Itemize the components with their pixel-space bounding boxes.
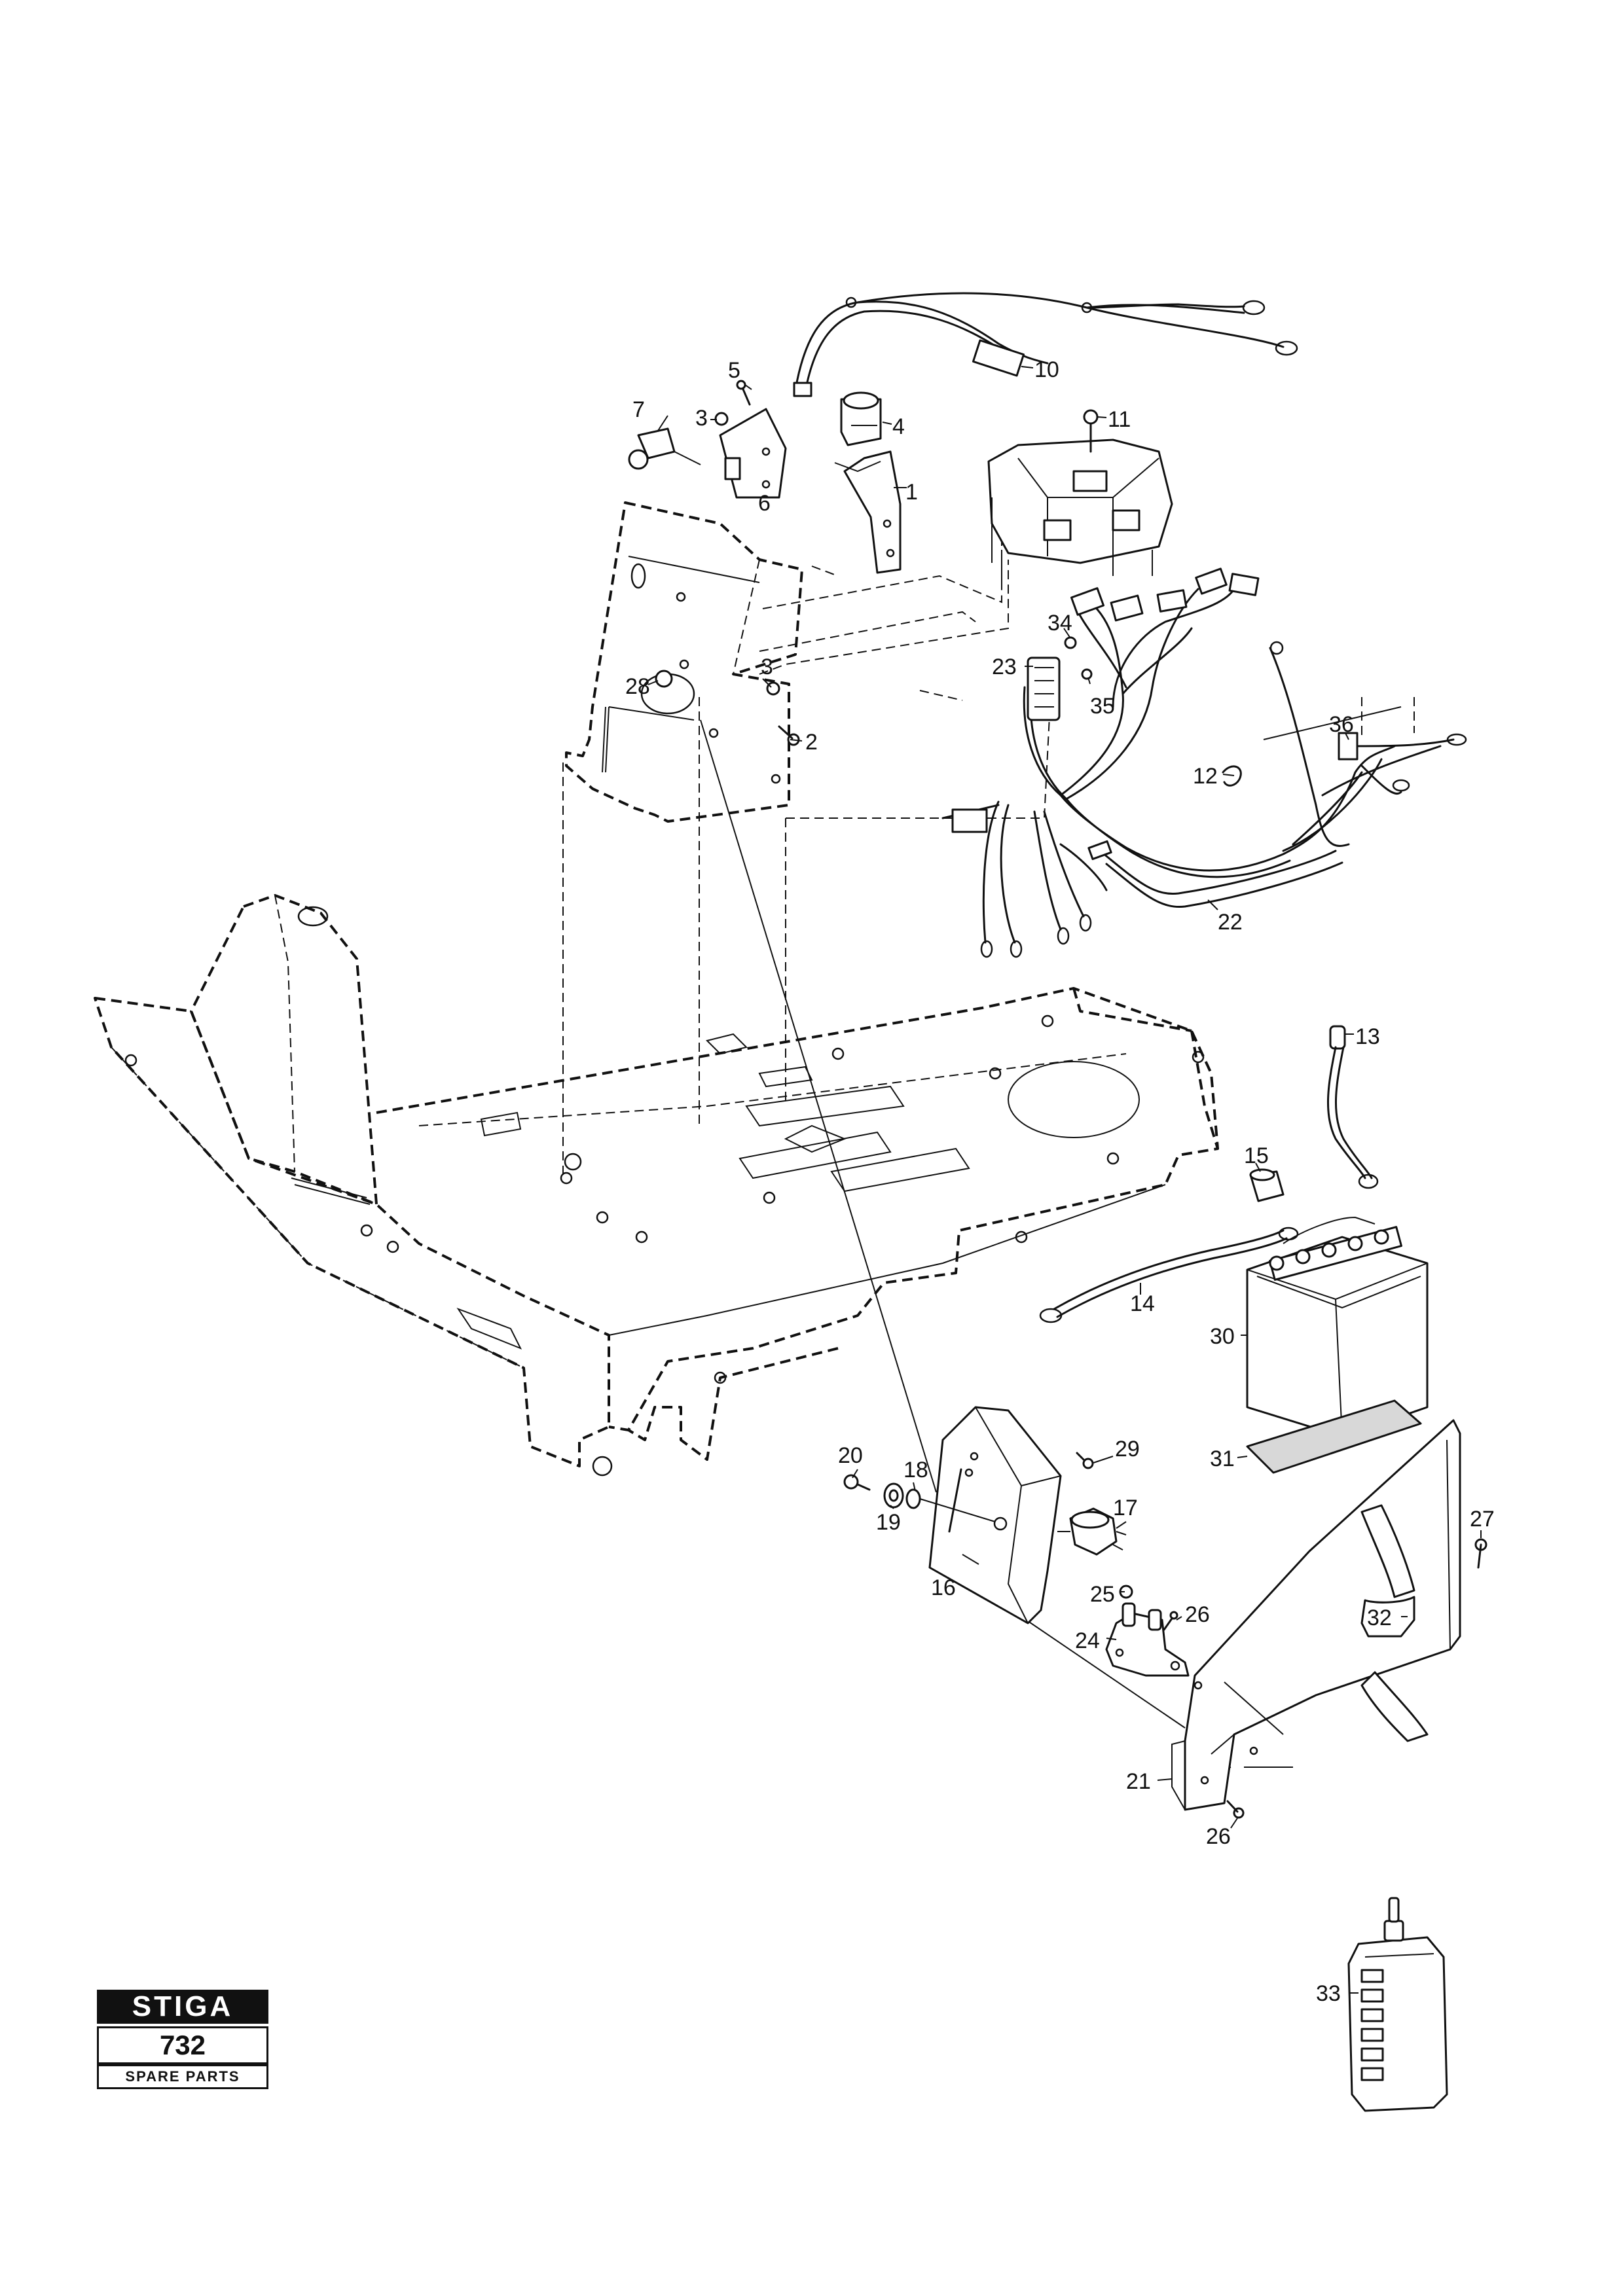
callout-35: 35: [1090, 694, 1115, 719]
callout-15: 15: [1244, 1143, 1269, 1168]
callout-14: 14: [1130, 1291, 1155, 1316]
callout-18: 18: [903, 1458, 928, 1482]
callout-33: 33: [1316, 1981, 1341, 2006]
alignment-lines: [562, 537, 1415, 1778]
callout-26-lower: 26: [1206, 1824, 1231, 1849]
callout-16: 16: [931, 1575, 956, 1600]
callout-2: 2: [805, 730, 818, 755]
callout-13: 13: [1355, 1024, 1380, 1049]
battery-cables: [1039, 1025, 1379, 1323]
callout-7: 7: [632, 397, 645, 422]
callout-leaders: [647, 366, 1482, 1994]
callout-1: 1: [905, 480, 918, 505]
callout-17: 17: [1113, 1496, 1138, 1520]
callout-25: 25: [1090, 1582, 1115, 1607]
callout-24: 24: [1075, 1628, 1100, 1653]
model-number: 732: [97, 2026, 268, 2064]
callout-labels: 1 2 3 3 4 5 6 7 10 11 12 13 14 15 16 17 …: [625, 357, 1495, 2006]
callout-30: 30: [1210, 1324, 1235, 1349]
side-panel: [1171, 1419, 1487, 1819]
callout-4: 4: [892, 414, 905, 439]
spare-parts-caption: SPARE PARTS: [97, 2064, 268, 2089]
callout-3-upper: 3: [695, 406, 708, 431]
battery: [1246, 1216, 1429, 1438]
switch-parts: [628, 380, 882, 499]
panel-fasteners: [655, 670, 800, 746]
stiga-logo: STIGA 732 SPARE PARTS: [97, 1990, 268, 2089]
callout-22: 22: [1218, 910, 1243, 935]
engine-assembly: [987, 409, 1173, 583]
wire-loom-upper: [793, 292, 1298, 397]
callout-6: 6: [758, 491, 771, 516]
callout-27: 27: [1470, 1507, 1495, 1532]
dashboard-panel: [565, 450, 902, 823]
control-box: [843, 1406, 1190, 1677]
brand-name: STIGA: [97, 1990, 268, 2024]
wire-harness: [941, 567, 1467, 958]
callout-21: 21: [1126, 1769, 1151, 1794]
callout-31: 31: [1210, 1446, 1235, 1471]
callout-3-lower: 3: [761, 655, 773, 679]
callout-34: 34: [1048, 611, 1072, 636]
callout-36: 36: [1329, 712, 1354, 737]
callout-28: 28: [625, 674, 650, 699]
callout-20: 20: [838, 1443, 863, 1468]
callout-32: 32: [1367, 1605, 1392, 1630]
callout-5: 5: [728, 358, 740, 383]
oil-bottle: [1347, 1897, 1448, 2112]
callout-12: 12: [1193, 764, 1218, 789]
callout-26-upper: 26: [1185, 1602, 1210, 1627]
battery-mat: [1246, 1399, 1422, 1474]
callout-23: 23: [992, 655, 1017, 679]
callout-10: 10: [1034, 357, 1059, 382]
chassis-frame: [94, 894, 1219, 1477]
callout-11: 11: [1108, 407, 1131, 432]
callout-19: 19: [876, 1510, 901, 1535]
callout-29: 29: [1115, 1437, 1140, 1462]
